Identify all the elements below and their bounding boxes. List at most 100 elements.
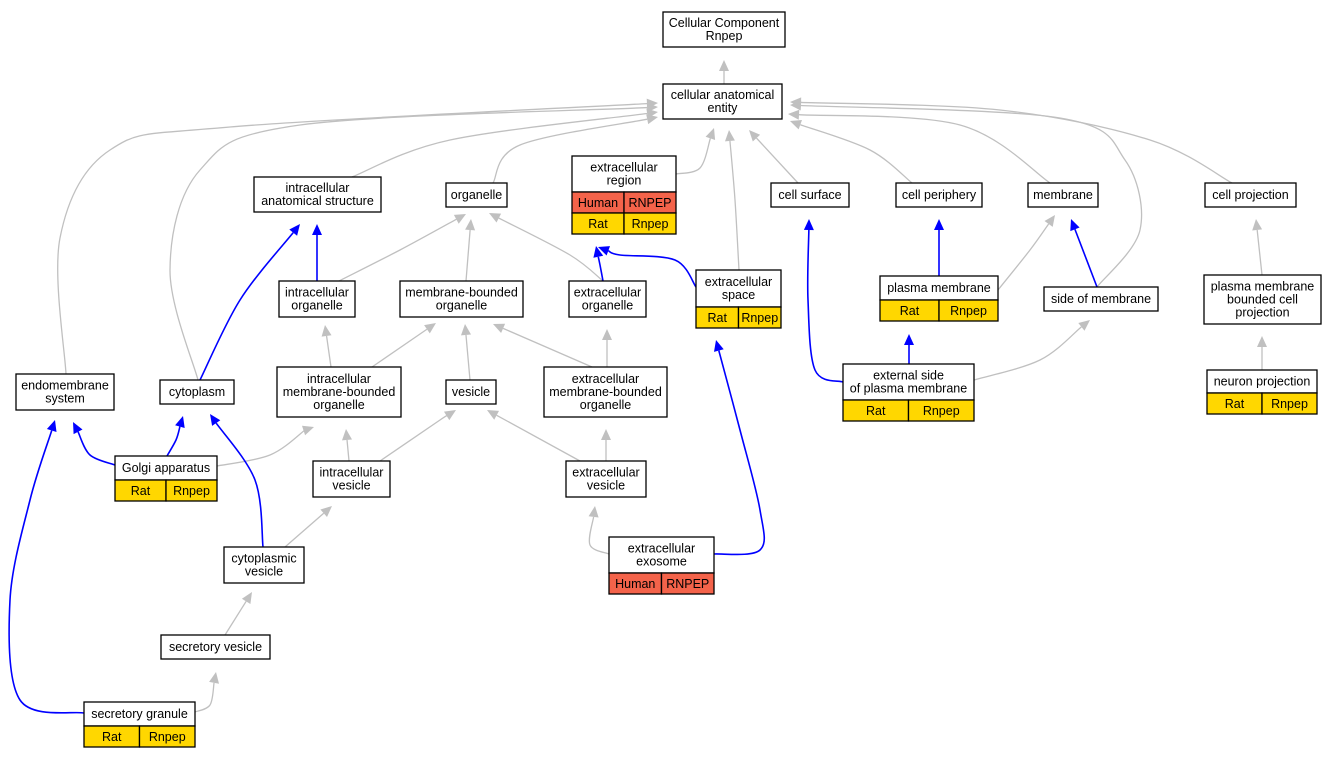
node-periphery[interactable]: cell periphery <box>895 182 983 208</box>
edge-line <box>498 217 604 282</box>
edge-pm-to-membrane <box>997 215 1055 291</box>
edge-ecregion-to-cae <box>675 128 716 175</box>
edge-ecmbo-to-mbo <box>493 323 593 368</box>
node-label-line: system <box>45 392 85 406</box>
gene-label: Rnpep <box>632 217 669 231</box>
gene-label: Rnpep <box>950 304 987 318</box>
edge-line <box>77 431 116 466</box>
node-vesicle[interactable]: vesicle <box>445 379 497 405</box>
arrowhead-icon <box>461 324 471 336</box>
node-label-line: bounded cell <box>1227 293 1298 307</box>
node-cytoplasm[interactable]: cytoplasm <box>159 379 235 405</box>
edge-line <box>597 256 604 282</box>
edge-ecmbo-to-ecorg <box>602 329 612 367</box>
edge-line <box>713 350 766 556</box>
edge-line <box>465 334 471 381</box>
edge-secgranule-to-endo <box>8 420 85 714</box>
node-label-line: extracellular <box>705 275 772 289</box>
node-label-box <box>1043 286 1159 312</box>
species-label: Rat <box>588 217 608 231</box>
node-label-line: anatomical structure <box>261 194 374 208</box>
edge-secvesicle-to-cytovesicle <box>224 592 252 636</box>
arrowhead-icon <box>725 130 735 142</box>
node-cellsurface[interactable]: cell surface <box>770 182 850 208</box>
edge-som-to-membrane <box>1070 219 1098 288</box>
node-label-box <box>445 379 497 405</box>
species-label: Human <box>615 577 655 591</box>
edge-ivesicle-to-vesicle <box>379 410 456 462</box>
edge-line <box>729 140 740 271</box>
edge-line <box>371 328 428 368</box>
node-label-line: vesicle <box>452 385 490 399</box>
node-label-box <box>565 460 647 498</box>
edge-vesicle-to-mbo <box>461 324 471 381</box>
edge-golgi-to-endo <box>73 422 116 466</box>
node-label-box <box>662 11 786 48</box>
node-membrane[interactable]: membrane <box>1027 182 1099 208</box>
node-label-line: of plasma membrane <box>850 382 967 396</box>
node-label-line: Golgi apparatus <box>122 461 210 475</box>
node-label-line: organelle <box>291 299 342 313</box>
node-label-box <box>253 176 382 213</box>
node-label-line: membrane-bounded <box>283 385 396 399</box>
gene-label: Rnpep <box>741 311 778 325</box>
edge-line <box>973 326 1082 381</box>
edge-line <box>338 218 457 282</box>
arrowhead-icon <box>493 323 506 333</box>
node-secvesicle[interactable]: secretory vesicle <box>160 634 271 660</box>
edge-ecorg-to-organelle <box>489 213 604 282</box>
edge-ecorg-to-ecregion <box>593 246 604 282</box>
node-label-line: extracellular <box>628 542 695 556</box>
node-organelle[interactable]: organelle <box>445 182 508 208</box>
species-label: Rat <box>1225 397 1245 411</box>
edges-layer <box>8 60 1267 714</box>
edge-membrane-to-cae <box>788 109 1051 184</box>
node-label-line: membrane <box>1033 188 1093 202</box>
edge-espm-to-pm <box>904 334 914 364</box>
node-label-line: neuron projection <box>1214 375 1311 389</box>
edge-line <box>997 223 1050 291</box>
edge-exosome-to-ecvesicle <box>588 506 610 555</box>
node-projection[interactable]: cell projection <box>1204 182 1297 208</box>
edge-pm-to-periphery <box>934 219 944 276</box>
arrowhead-icon <box>705 128 716 140</box>
node-som[interactable]: side of membrane <box>1043 286 1159 312</box>
node-label-box <box>278 280 356 318</box>
node-label-line: exosome <box>636 555 687 569</box>
node-label-box <box>159 379 235 405</box>
gene-cell <box>623 212 677 235</box>
arrowhead-icon <box>465 219 476 231</box>
node-label-line: entity <box>708 101 739 115</box>
edge-line <box>588 516 610 555</box>
edge-cytoplasm-to-ias <box>199 224 300 381</box>
edge-cae-to-root <box>719 60 729 84</box>
edge-line <box>800 124 913 184</box>
node-label-box <box>1203 274 1322 325</box>
node-label-line: extracellular <box>574 286 641 300</box>
species-label: Rat <box>900 304 920 318</box>
arrowhead-icon <box>749 130 761 142</box>
node-label-line: extracellular <box>572 466 639 480</box>
